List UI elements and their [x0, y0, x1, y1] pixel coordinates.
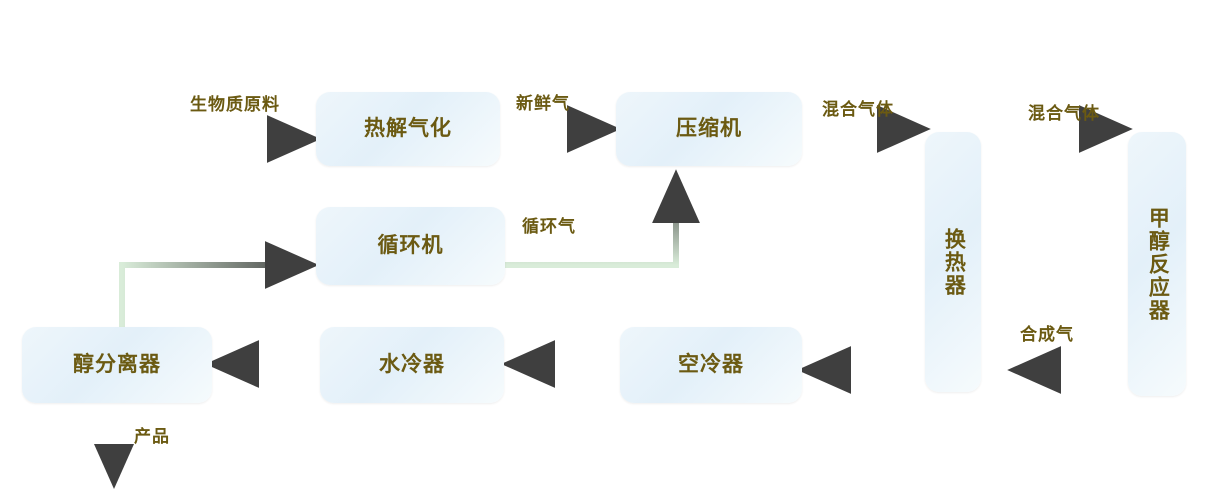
- node-label: 换热器: [942, 227, 966, 297]
- edge-label-syngas: 合成气: [1020, 325, 1074, 344]
- edge-label-mixed-gas-1: 混合气体: [822, 100, 894, 119]
- node-heat-exchanger[interactable]: 换热器: [925, 132, 981, 392]
- node-recycler[interactable]: 循环机: [316, 207, 505, 285]
- node-methanol-reactor[interactable]: 甲醇反应器: [1128, 132, 1186, 396]
- node-compressor[interactable]: 压缩机: [616, 92, 802, 166]
- edge-label-fresh-gas: 新鲜气: [516, 94, 570, 113]
- edge-label-mixed-gas-2: 混合气体: [1028, 104, 1100, 123]
- node-water-cooler[interactable]: 水冷器: [320, 327, 504, 403]
- node-label: 热解气化: [364, 116, 452, 140]
- connector-separator-to-recycler: [119, 241, 319, 340]
- edge-label-feedstock: 生物质原料: [190, 95, 280, 114]
- node-separator[interactable]: 醇分离器: [22, 327, 212, 403]
- node-label: 循环机: [377, 233, 444, 257]
- node-pyrolysis[interactable]: 热解气化: [316, 92, 500, 166]
- edge-label-product: 产品: [134, 427, 170, 446]
- node-air-cooler[interactable]: 空冷器: [620, 327, 802, 403]
- node-label: 水冷器: [379, 352, 445, 376]
- node-label: 醇分离器: [73, 352, 161, 376]
- node-label: 甲醇反应器: [1146, 206, 1170, 322]
- edge-label-recycle-gas: 循环气: [522, 217, 576, 236]
- node-label: 空冷器: [678, 352, 744, 376]
- node-label: 压缩机: [676, 116, 742, 140]
- connector-recycler-to-compressor: [505, 169, 700, 268]
